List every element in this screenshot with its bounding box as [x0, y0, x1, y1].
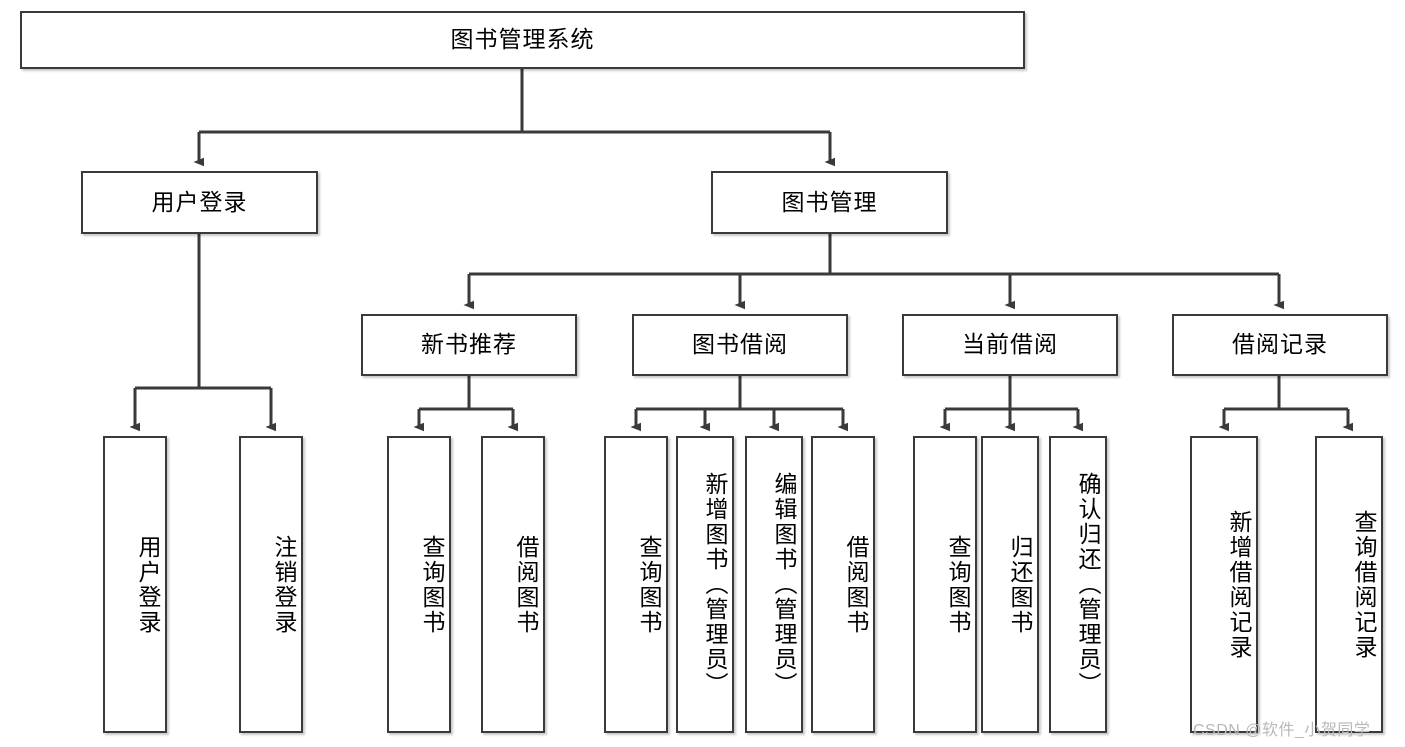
node-label: 注销登录 [271, 534, 297, 635]
node-label: 查询图书 [945, 534, 971, 635]
node-label: 编辑图书（管理员） [771, 472, 797, 697]
node-borrow-record[interactable]: 借阅记录 [1172, 314, 1388, 376]
node-label: 归还图书 [1007, 534, 1033, 635]
node-label: 查询借阅记录 [1351, 509, 1377, 660]
leaf-current-borrow-query-book[interactable]: 查询图书 [913, 436, 977, 733]
leaf-book-borrow-add-book-admin[interactable]: 新增图书（管理员） [676, 436, 734, 733]
leaf-current-borrow-return-book[interactable]: 归还图书 [981, 436, 1039, 733]
node-book-borrow[interactable]: 图书借阅 [632, 314, 848, 376]
leaf-user-login-login[interactable]: 用户登录 [103, 436, 167, 733]
node-label: 当前借阅 [962, 331, 1058, 358]
node-book-management[interactable]: 图书管理 [711, 171, 948, 234]
node-label: 新增图书（管理员） [702, 472, 728, 697]
leaf-book-borrow-edit-book-admin[interactable]: 编辑图书（管理员） [745, 436, 803, 733]
node-root-book-management-system[interactable]: 图书管理系统 [20, 11, 1025, 69]
node-label: 新增借阅记录 [1226, 509, 1252, 660]
leaf-current-borrow-confirm-return-admin[interactable]: 确认归还（管理员） [1049, 436, 1107, 733]
node-label: 确认归还（管理员） [1075, 472, 1101, 697]
node-label: 查询图书 [419, 534, 445, 635]
leaf-book-borrow-borrow-book[interactable]: 借阅图书 [811, 436, 875, 733]
node-label: 用户登录 [135, 534, 161, 635]
node-label: 借阅图书 [843, 534, 869, 635]
node-label: 图书借阅 [692, 331, 788, 358]
leaf-borrow-record-query-record[interactable]: 查询借阅记录 [1315, 436, 1383, 733]
leaf-borrow-record-add-record[interactable]: 新增借阅记录 [1190, 436, 1258, 733]
node-current-borrow[interactable]: 当前借阅 [902, 314, 1118, 376]
leaf-new-book-borrow-book[interactable]: 借阅图书 [481, 436, 545, 733]
node-label: 图书管理系统 [450, 26, 595, 53]
node-new-book-recommend[interactable]: 新书推荐 [361, 314, 577, 376]
node-label: 用户登录 [151, 188, 248, 215]
leaf-book-borrow-query-book[interactable]: 查询图书 [604, 436, 668, 733]
csdn-watermark: CSDN @软件_小贺同学 [1193, 722, 1371, 739]
node-label: 图书管理 [781, 188, 878, 215]
node-label: 新书推荐 [421, 331, 517, 358]
node-label: 查询图书 [636, 534, 662, 635]
node-label: 借阅图书 [513, 534, 539, 635]
leaf-user-login-logout[interactable]: 注销登录 [239, 436, 303, 733]
node-label: 借阅记录 [1232, 331, 1328, 358]
leaf-new-book-query-book[interactable]: 查询图书 [387, 436, 451, 733]
node-user-login[interactable]: 用户登录 [81, 171, 318, 234]
